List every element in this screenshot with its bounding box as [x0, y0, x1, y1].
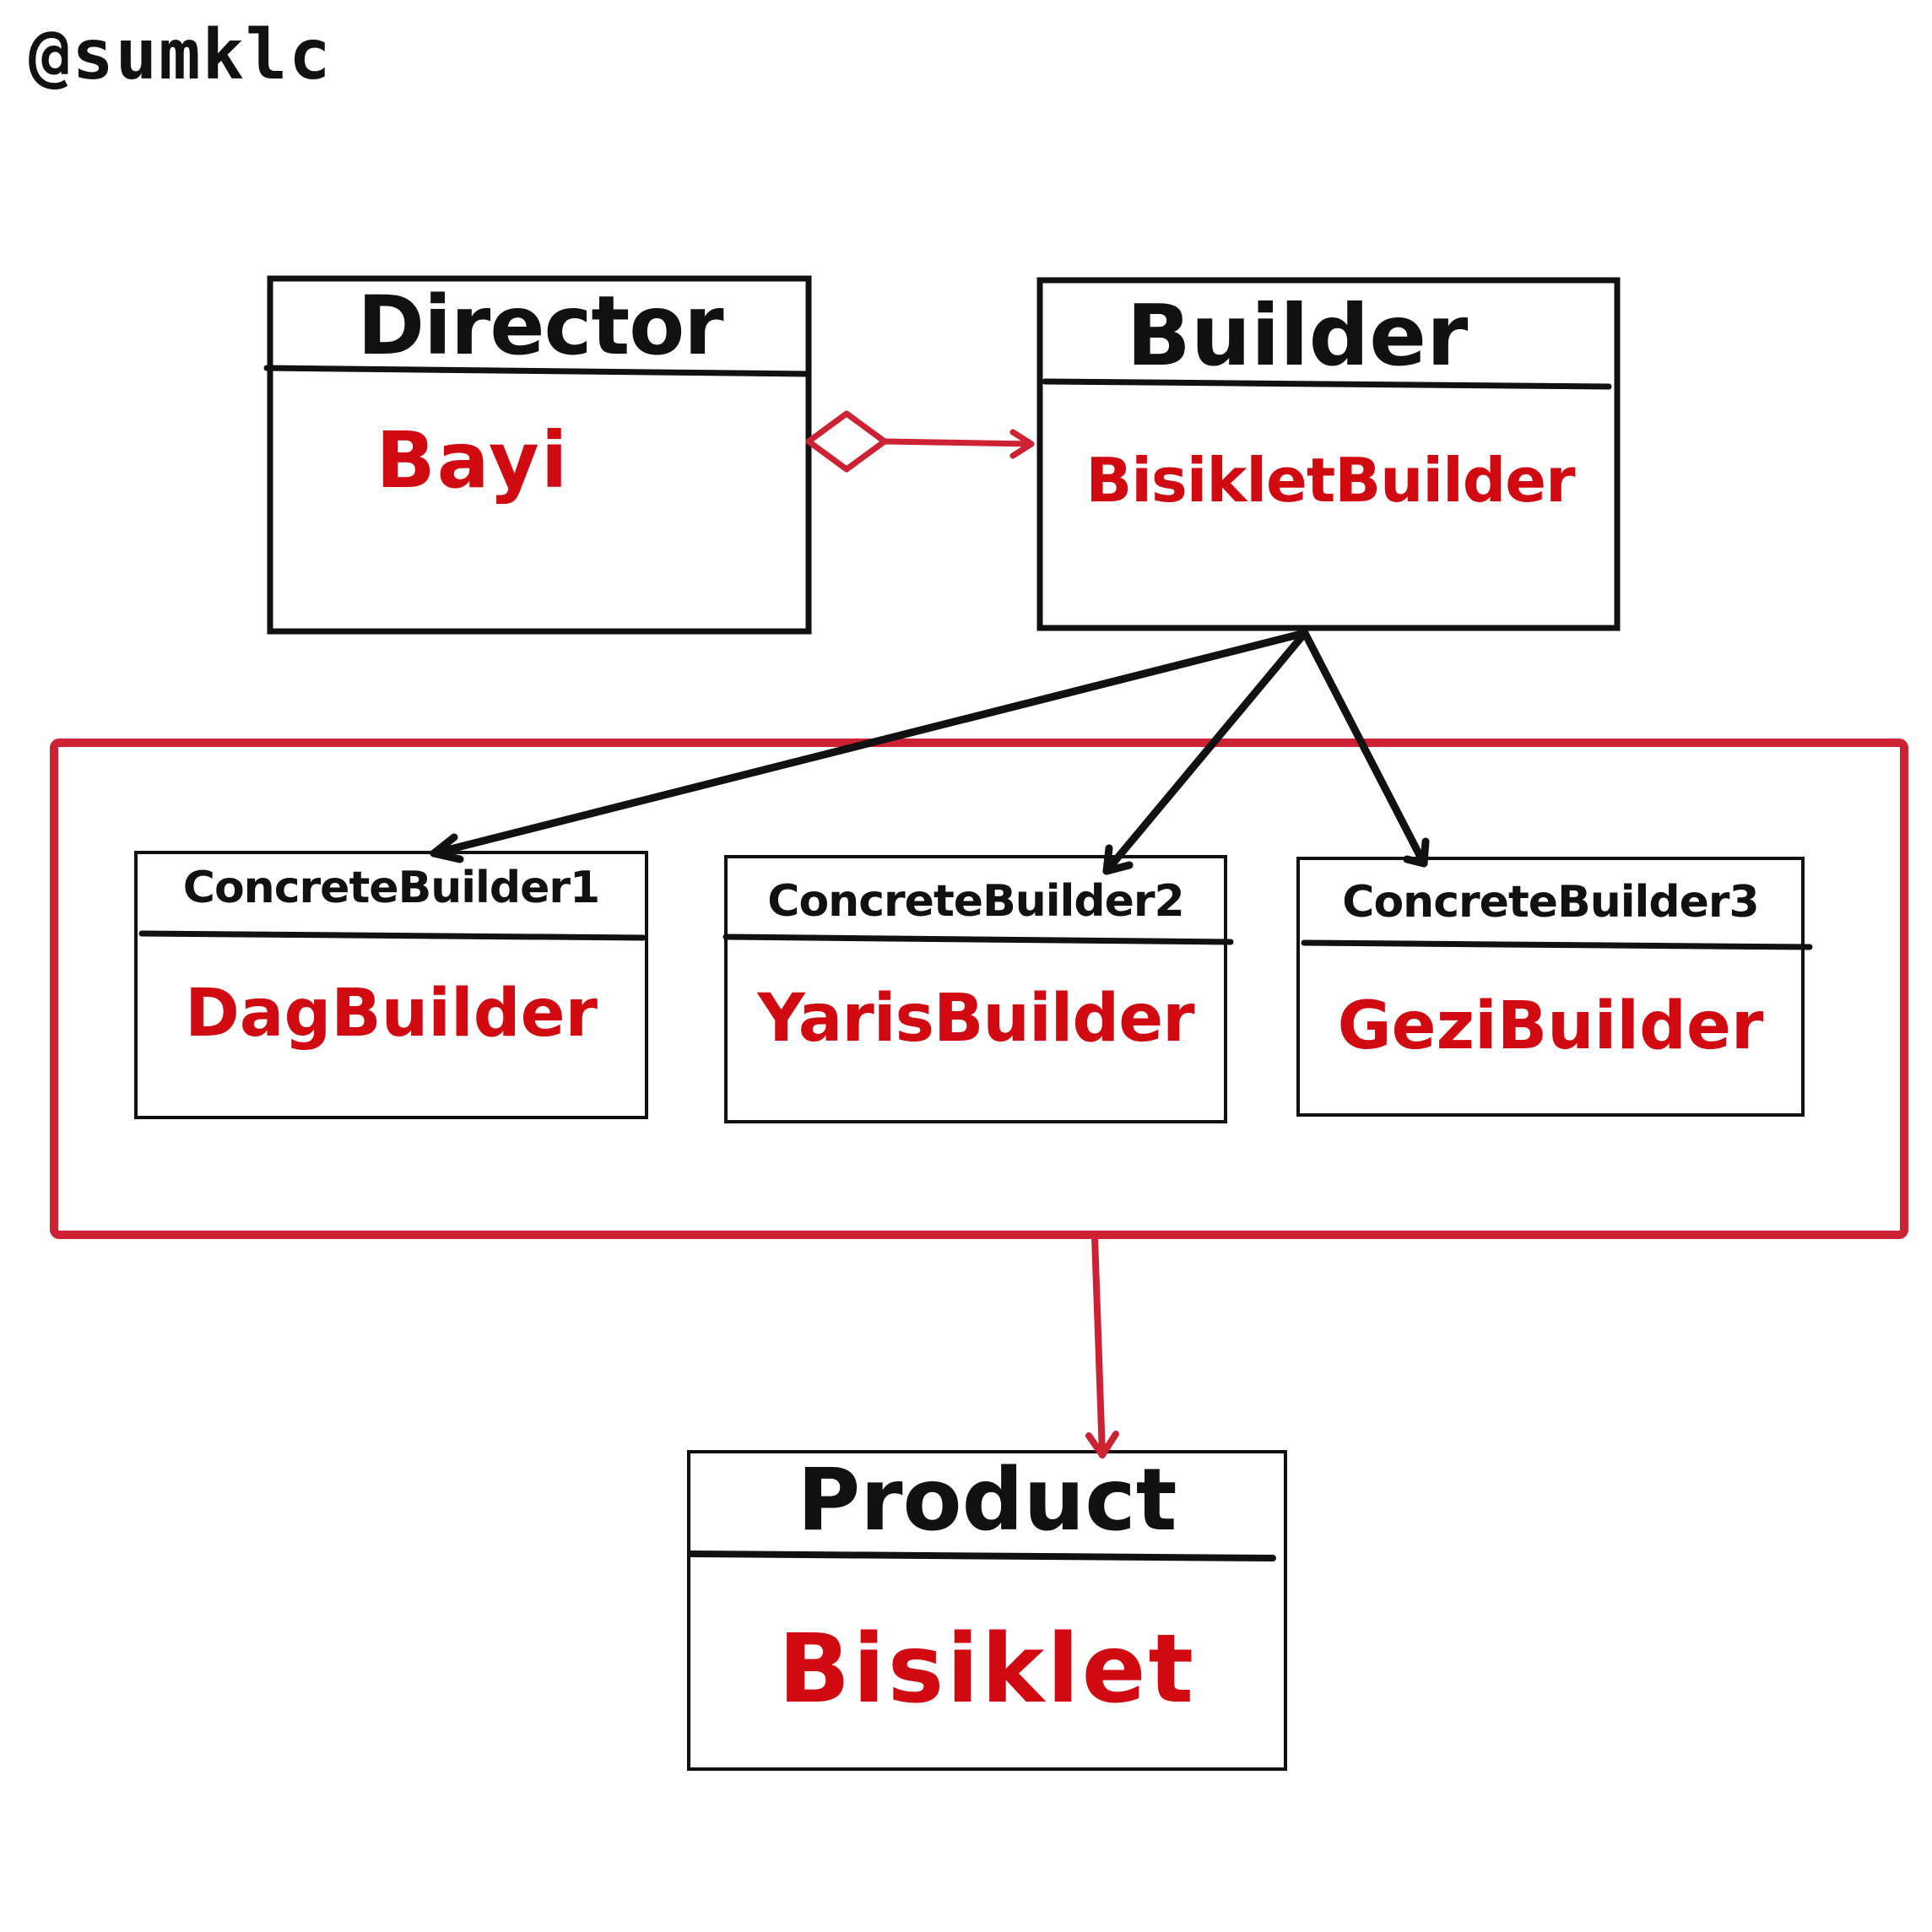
builder-class-name: BisikletBuilder [1085, 445, 1575, 516]
concrete-builder-2-role-label: ConcreteBuilder2 [767, 876, 1184, 927]
director-class-name: Bayi [376, 415, 570, 506]
product-divider [687, 1550, 1276, 1561]
arrowhead-concrete-builder-3-icon [1403, 837, 1430, 868]
inheritance-arrows [430, 629, 1430, 875]
product-arrow [1085, 1234, 1119, 1458]
concrete-builder-3-role-label: ConcreteBuilder3 [1342, 877, 1759, 928]
concrete-builder-1-divider [138, 930, 647, 941]
product-box [687, 1450, 1287, 1771]
arrow-to-concrete-builder-1 [430, 629, 1309, 858]
arrow-to-concrete-builder-3 [1301, 629, 1428, 868]
builder-role-label: Builder [1126, 286, 1469, 385]
concrete-builder-3-box [1296, 857, 1813, 1117]
concrete-builder-1-class-name: DagBuilder [185, 976, 598, 1052]
director-role-label: Director [357, 279, 723, 373]
aggregation-arrowhead-icon [1009, 429, 1035, 459]
director-divider [263, 365, 810, 377]
author-handle: @sumklc [29, 15, 333, 95]
product-role-label: Product [797, 1450, 1177, 1550]
concrete-builder-1-box [134, 851, 648, 1119]
concrete-builder-2-class-name: YarisBuilder [757, 981, 1194, 1057]
concrete-builder-2-divider [722, 934, 1234, 945]
arrow-to-concrete-builder-2 [1102, 629, 1309, 875]
concrete-builder-2-box [722, 855, 1234, 1123]
product-class-name: Bisiklet [777, 1615, 1197, 1724]
aggregation-diamond-icon [805, 410, 888, 473]
builder-divider [1042, 378, 1612, 390]
arrowhead-concrete-builder-1-icon [430, 833, 464, 863]
director-box [263, 275, 812, 635]
product-arrowhead-icon [1085, 1431, 1119, 1458]
concrete-builder-1-role-label: ConcreteBuilder1 [182, 863, 600, 913]
concrete-builder-3-class-name: GeziBuilder [1337, 988, 1764, 1064]
concrete-builder-3-divider [1301, 939, 1813, 950]
concrete-builders-frame [50, 739, 1908, 1239]
arrowhead-concrete-builder-2-icon [1102, 844, 1134, 875]
aggregation-arrow [805, 410, 1035, 473]
builder-box [1036, 277, 1621, 631]
